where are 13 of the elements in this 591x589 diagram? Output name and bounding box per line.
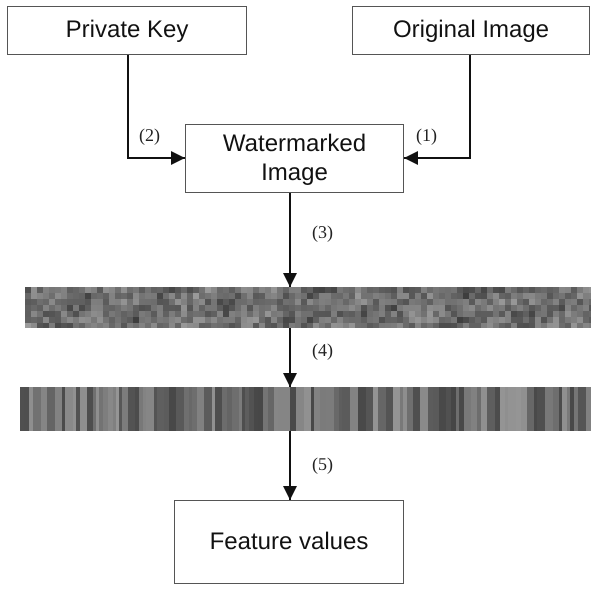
process-box: [352, 6, 590, 55]
box-label: Private Key: [64, 16, 190, 45]
process-box: [174, 500, 404, 584]
arrow: [127, 55, 185, 165]
arrow: [283, 431, 297, 500]
arrow: [283, 328, 297, 387]
process-box: [185, 124, 404, 193]
arrow: [283, 193, 297, 287]
box-label: Feature values: [208, 528, 370, 556]
box-label: Watermarked Image: [222, 130, 368, 188]
arrow: [404, 55, 471, 165]
process-box: [7, 6, 247, 55]
box-label: Original Image: [392, 16, 550, 45]
